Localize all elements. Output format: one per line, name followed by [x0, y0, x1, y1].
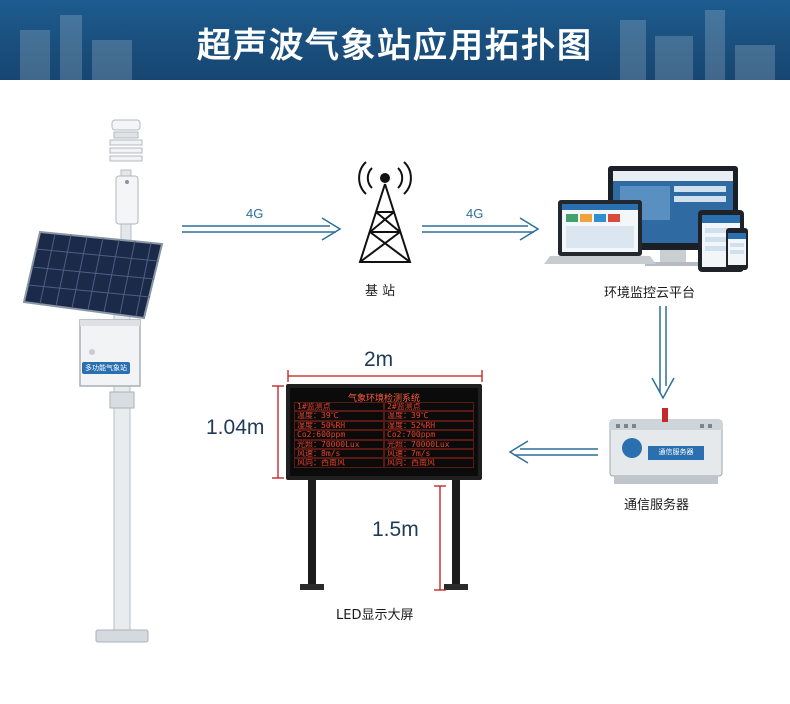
led-cell: 光照：70000Lux [384, 439, 474, 449]
led-cell: 风向：西南风 [384, 458, 474, 468]
dimension-label-pole-height: 1.5m [372, 518, 419, 541]
dimension-height [272, 385, 284, 479]
label-base-station: 基 站 [365, 284, 396, 299]
base-station-tower-icon [358, 161, 412, 263]
led-cell: Co2:600ppm [294, 430, 384, 440]
led-cell: 2#监测点 [384, 402, 474, 412]
led-cell: Co2:700ppm [384, 430, 474, 440]
dimension-width [287, 370, 483, 382]
arrow-left [508, 440, 598, 464]
arrow-4g-1 [182, 217, 342, 241]
led-screen-stand [300, 480, 468, 590]
led-display-board: 气象环境检测系统 1#监测点 2#监测点 温度：39℃ 温度：39℃ 湿度：50… [286, 384, 482, 480]
label-comm-server: 通信服务器 [624, 498, 690, 513]
station-badge: 多功能气象站 [82, 362, 130, 374]
control-box-icon [79, 319, 141, 387]
label-cloud-platform: 环境监控云平台 [604, 286, 696, 301]
page-title: 超声波气象站应用拓扑图 [197, 26, 593, 66]
arrow-label-4g-2: 4G [466, 206, 484, 221]
dimension-label-height: 1.04m [206, 416, 265, 439]
phone-icon [726, 228, 748, 270]
dimension-label-width: 2m [364, 348, 394, 371]
led-title: 气象环境检测系统 [347, 394, 420, 404]
city-skyline-background [20, 10, 775, 80]
led-cell: 湿度：50%RH [294, 420, 384, 431]
weather-station [22, 119, 164, 643]
led-data-grid: 1#监测点 2#监测点 温度：39℃ 温度：39℃ 湿度：50%RH 湿度：52… [294, 402, 474, 468]
arrow-label-4g-1: 4G [246, 206, 264, 221]
arrow-4g-2 [422, 217, 540, 241]
dimension-pole-height [434, 485, 446, 591]
led-cell: 风向：西南风 [294, 458, 384, 468]
laptop-icon [544, 200, 656, 264]
led-cell: 风速：7m/s [384, 448, 474, 459]
comm-server-device-icon [609, 408, 723, 484]
led-cell: 温度：39℃ [384, 411, 474, 421]
led-cell: 1#监测点 [294, 402, 384, 412]
led-cell: 湿度：52%RH [384, 420, 474, 431]
led-cell: 温度：39℃ [294, 411, 384, 421]
solar-panel-icon [22, 230, 164, 320]
led-cell: 光照：70000Lux [294, 439, 384, 449]
arrow-down [651, 306, 675, 400]
ultrasonic-sensor-icon [109, 119, 143, 225]
server-device-text: 通信服务器 [658, 448, 694, 456]
led-cell: 风速：8m/s [294, 448, 384, 459]
title-banner: 超声波气象站应用拓扑图 [0, 0, 790, 80]
cloud-platform-devices [544, 166, 748, 272]
label-led-screen: LED显示大屏 [336, 608, 414, 623]
